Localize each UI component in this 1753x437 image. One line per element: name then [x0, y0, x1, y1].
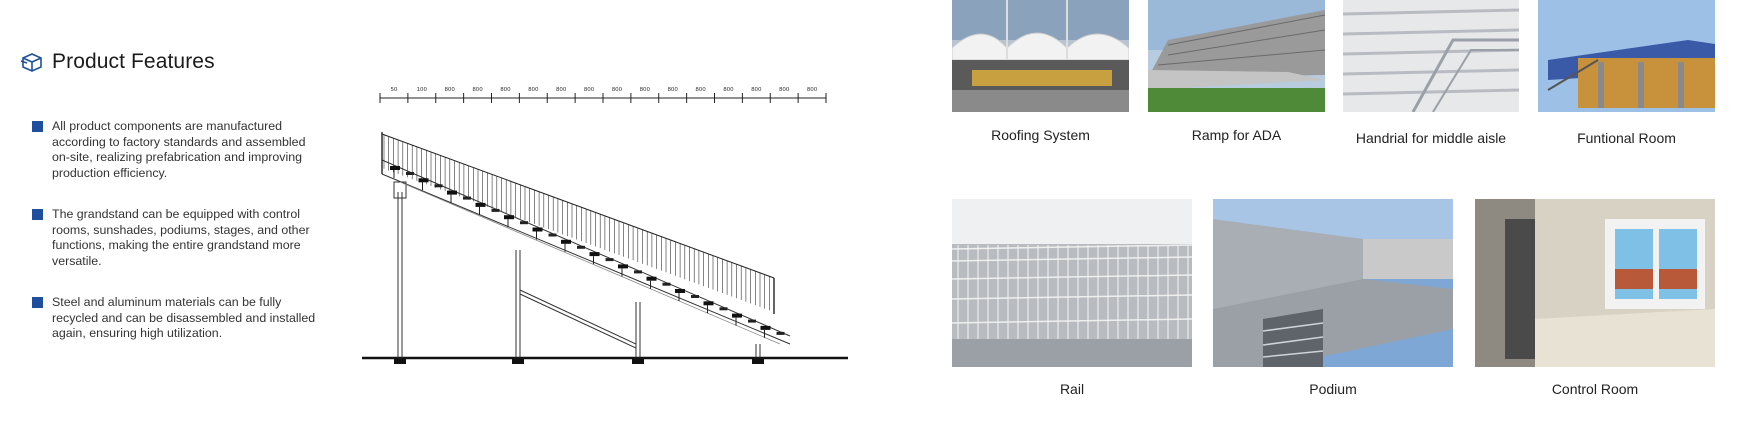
dimension-ticks	[379, 93, 827, 103]
dimension-label: 800	[500, 87, 511, 93]
dimension-label: 800	[640, 87, 651, 93]
grandstand-section-drawing: 50 100 800 800 800 800 800 800 800 800 800 800 800 80…	[362, 87, 848, 364]
dimension-label: 800	[723, 87, 734, 93]
seat-steps	[390, 166, 785, 338]
podium-photo	[1213, 199, 1453, 367]
option-caption: Ramp for ADA	[1191, 127, 1282, 143]
dimension-label: 100	[417, 87, 428, 93]
feature-item: The grandstand can be equipped with cont…	[28, 207, 318, 269]
feature-text: All product components are manufactured …	[52, 119, 306, 180]
feature-text: The grandstand can be equipped with cont…	[52, 207, 310, 268]
bullet-square-icon	[32, 297, 43, 308]
guard-rail-bars	[383, 134, 775, 313]
option-caption: Funtional Room	[1577, 130, 1676, 146]
option-caption: Podium	[1309, 381, 1357, 397]
box-icon	[20, 53, 42, 72]
option-caption: Rail	[1059, 381, 1085, 397]
features-title: Product Features	[52, 50, 215, 73]
features-header: Product Features	[20, 50, 215, 74]
bullet-square-icon	[32, 209, 43, 220]
option-caption: Roofing System	[991, 127, 1090, 143]
feature-item: All product components are manufactured …	[28, 119, 318, 181]
dimension-label: 800	[444, 87, 455, 93]
dimension-label: 800	[556, 87, 567, 93]
dimension-label: 800	[667, 87, 678, 93]
feature-item: Steel and aluminum materials can be full…	[28, 295, 318, 342]
dimension-label: 800	[751, 87, 762, 93]
dimension-label: 800	[472, 87, 483, 93]
option-caption: Handrial for middle aisle	[1355, 130, 1507, 146]
dimension-label: 800	[807, 87, 818, 93]
dimension-label: 800	[695, 87, 706, 93]
handrail-photo	[1343, 0, 1519, 112]
option-caption: Control Room	[1551, 381, 1639, 397]
dimension-labels: 50 100 800 800 800 800 800 800 800 800 800 800 800 80…	[390, 87, 817, 93]
dimension-label: 800	[528, 87, 539, 93]
feature-text: Steel and aluminum materials can be full…	[52, 295, 316, 341]
functional-room-photo	[1538, 0, 1715, 112]
rail-photo	[952, 199, 1192, 367]
dimension-label: 50	[390, 87, 397, 93]
ramp-for-ada-photo	[1148, 0, 1325, 112]
dimension-label: 800	[584, 87, 595, 93]
dimension-label: 800	[612, 87, 623, 93]
control-room-photo	[1475, 199, 1715, 367]
dimension-label: 800	[779, 87, 790, 93]
bullet-square-icon	[32, 121, 43, 132]
roofing-system-photo	[952, 0, 1129, 112]
